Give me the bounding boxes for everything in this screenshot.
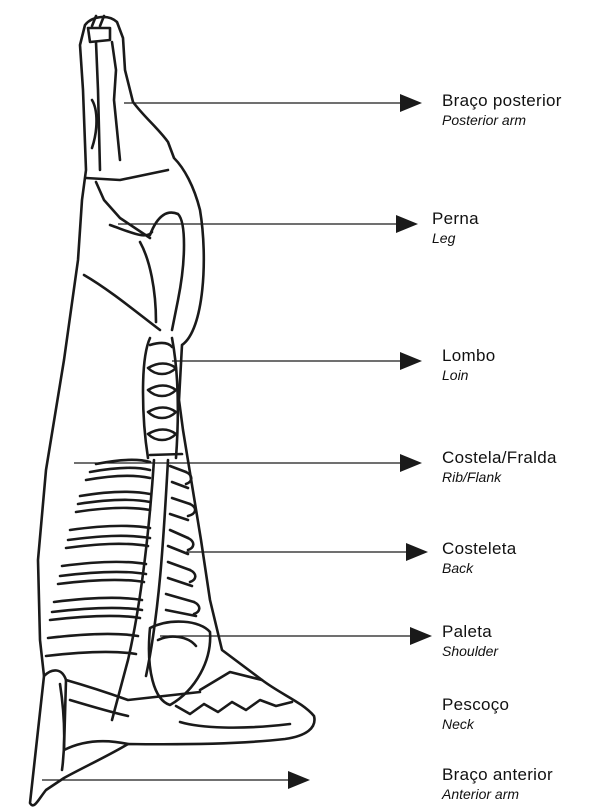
label-pt: Costeleta [442,538,517,559]
label-en: Rib/Flank [442,469,557,487]
label-en: Posterior arm [442,112,562,130]
label-pt: Lombo [442,345,495,366]
label-perna: Perna Leg [432,208,479,248]
arrowhead-lombo [400,352,422,370]
label-pescoco: Pescoço Neck [442,694,509,734]
arrowhead-perna [396,215,418,233]
arrowhead-braco-anterior [288,771,310,789]
arrowhead-paleta [410,627,432,645]
arrowhead-braco-posterior [400,94,422,112]
label-en: Leg [432,230,479,248]
label-costeleta: Costeleta Back [442,538,517,578]
label-paleta: Paleta Shoulder [442,621,498,661]
arrowhead-costela-fralda [400,454,422,472]
label-pt: Braço posterior [442,90,562,111]
label-en: Anterior arm [442,786,553,804]
label-pt: Costela/Fralda [442,447,557,468]
label-en: Shoulder [442,643,498,661]
label-en: Neck [442,716,509,734]
label-pt: Perna [432,208,479,229]
label-lombo: Lombo Loin [442,345,495,385]
label-costela-fralda: Costela/Fralda Rib/Flank [442,447,557,487]
label-braco-anterior: Braço anterior Anterior arm [442,764,553,804]
label-braco-posterior: Braço posterior Posterior arm [442,90,562,130]
arrowhead-costeleta [406,543,428,561]
label-en: Back [442,560,517,578]
label-pt: Paleta [442,621,498,642]
label-pt: Braço anterior [442,764,553,785]
label-pt: Pescoço [442,694,509,715]
label-en: Loin [442,367,495,385]
